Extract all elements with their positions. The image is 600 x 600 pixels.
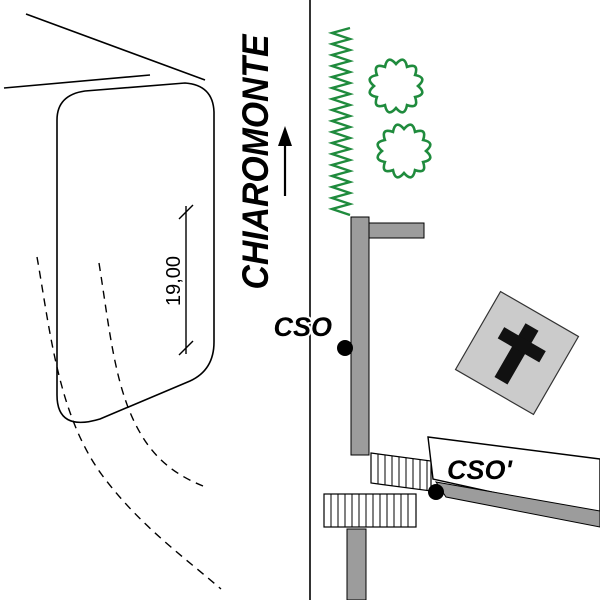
dashed-road-edge-outer bbox=[36, 256, 222, 590]
road-edge-line-upper bbox=[25, 13, 206, 81]
access-road-polygon bbox=[427, 436, 600, 517]
retaining-wall-flange bbox=[368, 222, 425, 239]
street-name-label: CHIAROMONTE bbox=[235, 33, 276, 289]
stairs-lower-steps bbox=[330, 494, 409, 527]
retaining-wall-lower bbox=[346, 528, 367, 600]
survey-point-cso-prime-label: CSO' bbox=[447, 455, 514, 485]
dashed-road-edge-inner bbox=[98, 262, 204, 487]
retaining-wall-main bbox=[350, 216, 370, 456]
survey-point-cso-dot bbox=[337, 340, 353, 356]
hedge-icon bbox=[327, 26, 355, 217]
latin-cross-vertical bbox=[494, 323, 539, 385]
stairs-lower bbox=[323, 493, 417, 528]
road-edge-line-lower bbox=[3, 74, 151, 89]
latin-cross-icon bbox=[494, 323, 546, 385]
stairs-upper-steps bbox=[377, 454, 428, 490]
tree-icon bbox=[368, 58, 424, 114]
tree-icon bbox=[376, 123, 432, 179]
latin-cross-horizontal bbox=[497, 327, 546, 363]
direction-arrow-head bbox=[278, 126, 292, 146]
dimension-tick-top bbox=[178, 204, 194, 220]
direction-arrow-icon bbox=[278, 126, 292, 196]
church-building bbox=[454, 290, 580, 416]
survey-point-cso-prime-dot bbox=[428, 484, 444, 500]
survey-point-cso-label: CSO bbox=[273, 312, 332, 342]
dimension-tick-bottom bbox=[178, 340, 194, 356]
dimension-label: 19,00 bbox=[163, 256, 185, 306]
